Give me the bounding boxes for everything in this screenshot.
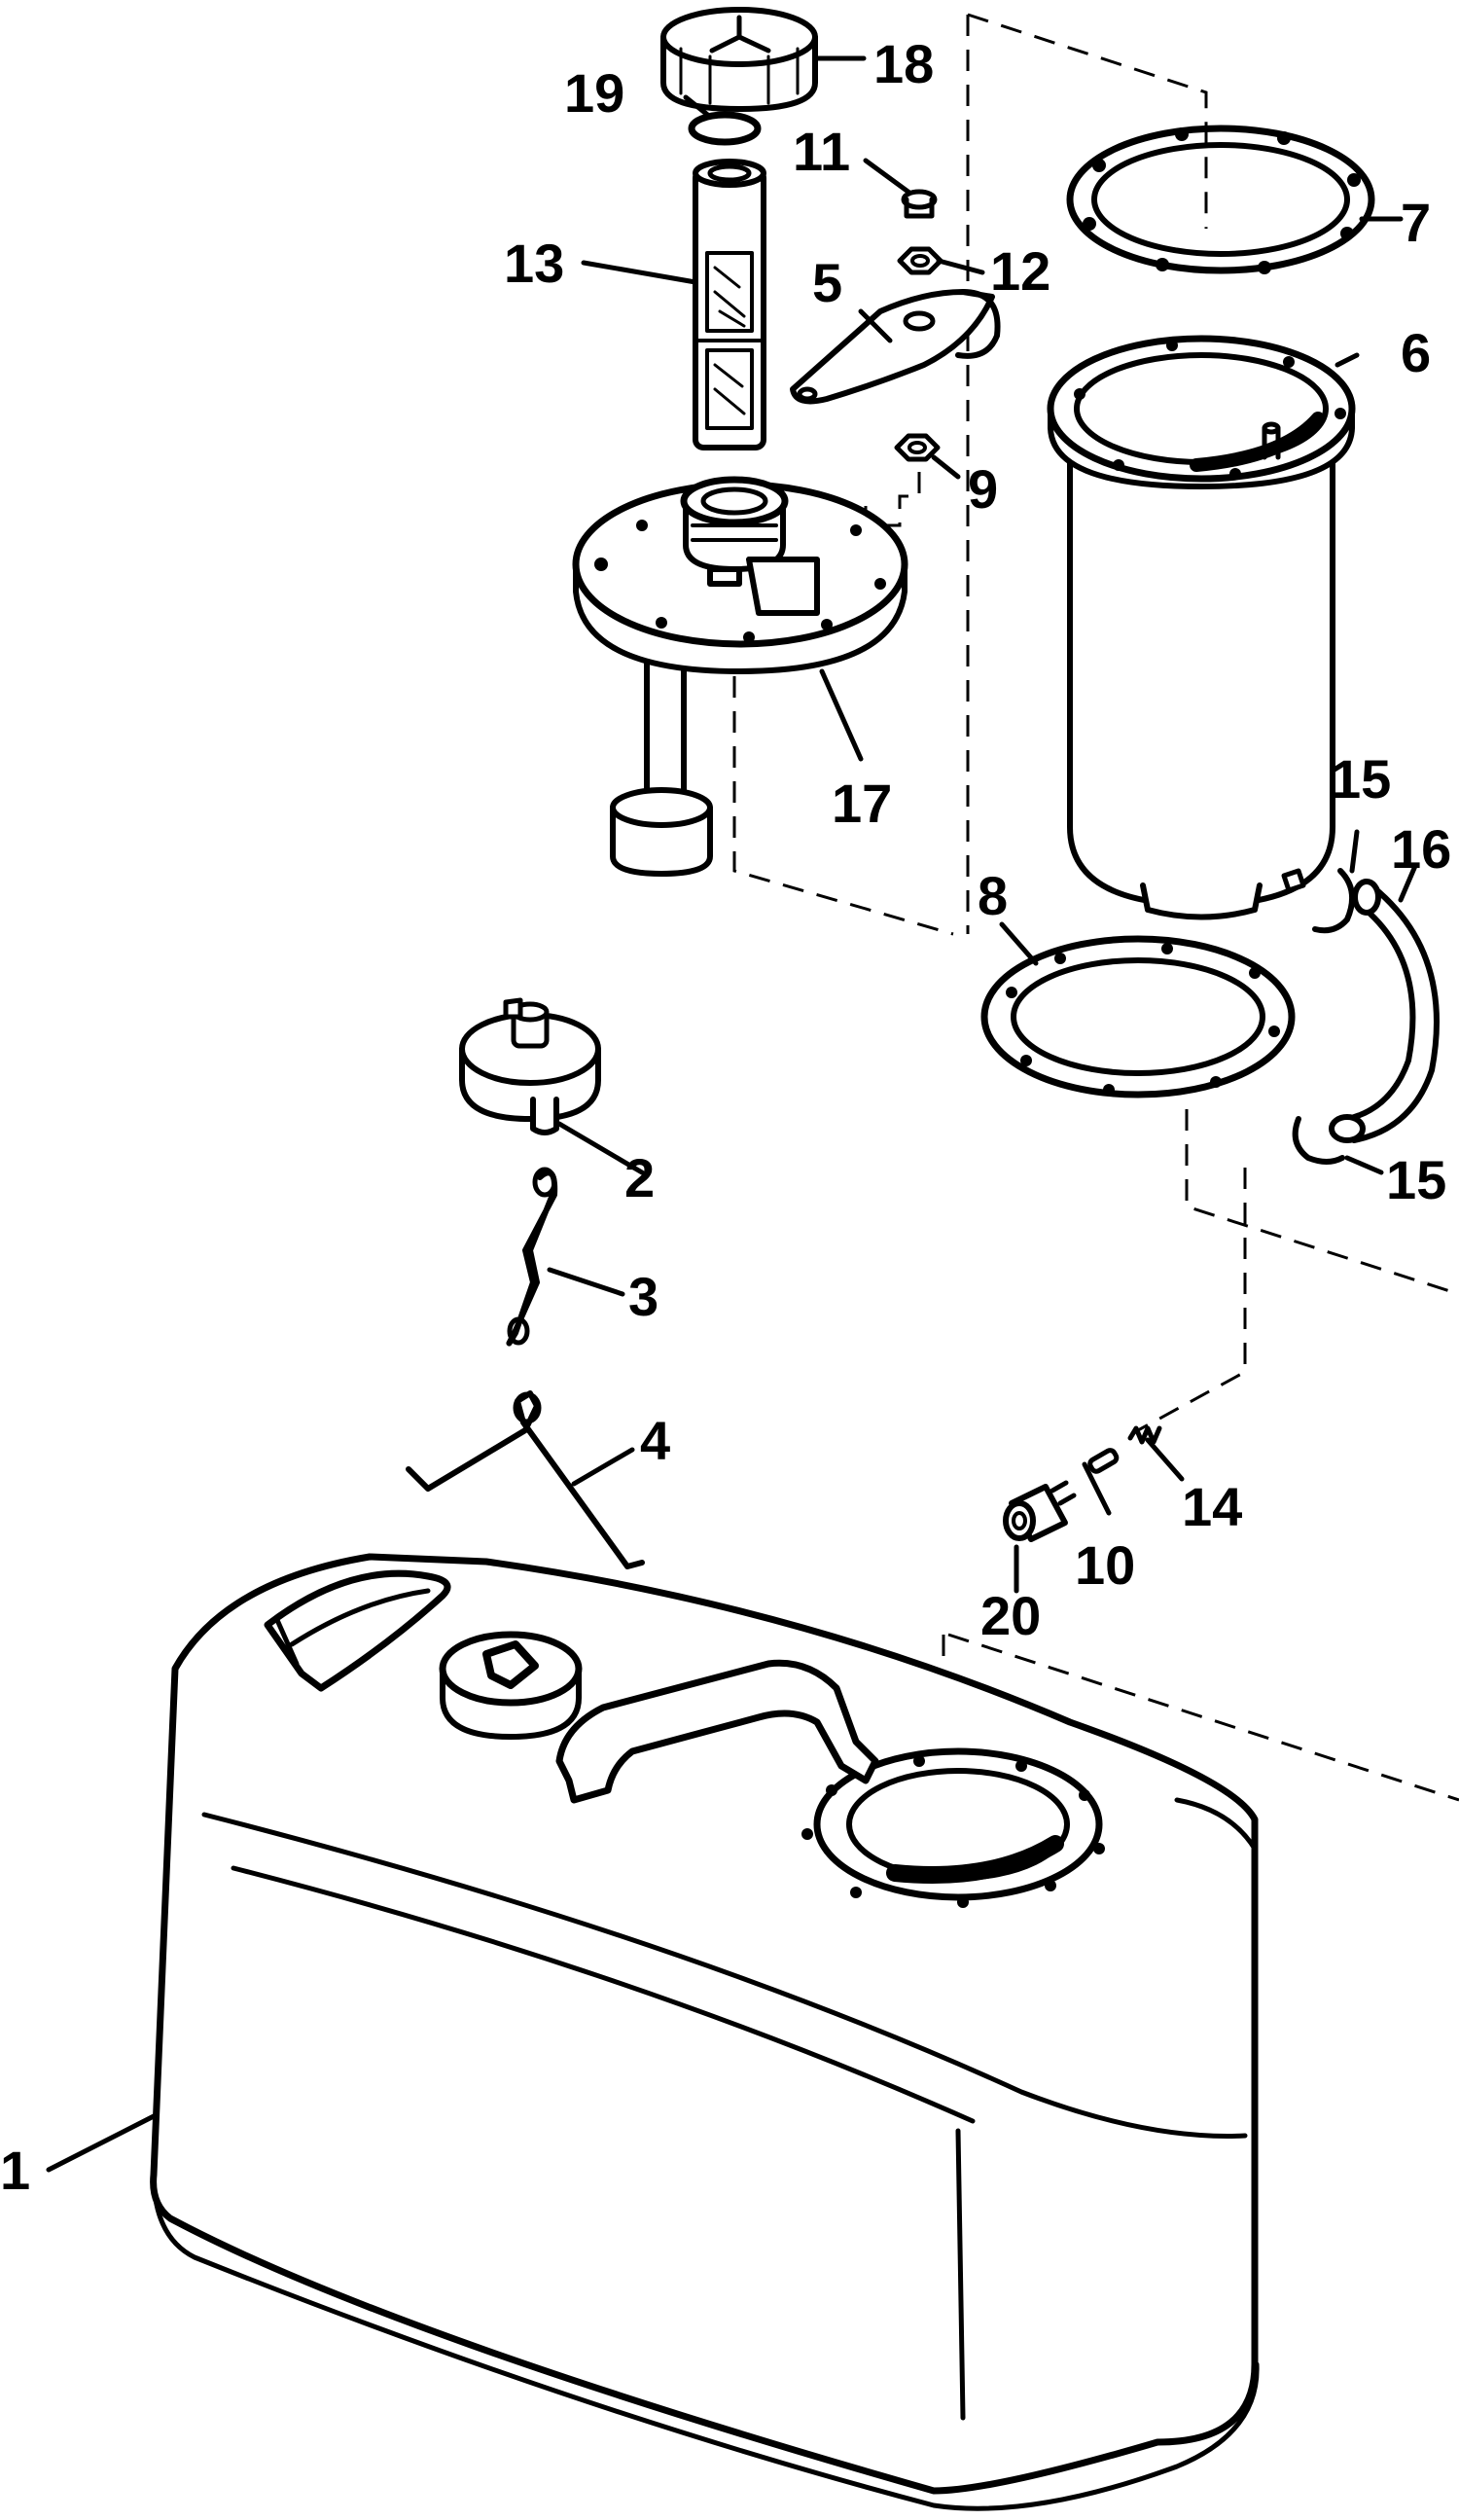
part-vent-cap: [459, 997, 601, 1135]
part-nut-12: [897, 246, 943, 275]
leader-lines: [46, 55, 1418, 2173]
part-wire-bail: [406, 1390, 645, 1569]
callout-11: 11: [793, 121, 850, 182]
callout-3: 3: [628, 1266, 658, 1327]
part-screw: [901, 189, 938, 219]
callout-12: 12: [990, 240, 1050, 302]
callout-5: 5: [812, 252, 842, 313]
part-hose-clamp-upper: [1312, 868, 1356, 934]
callout-17: 17: [832, 773, 892, 834]
callout-14: 14: [1182, 1476, 1242, 1537]
part-bracket: [790, 289, 1001, 405]
part-spring: [1127, 1425, 1162, 1445]
part-reservoir-canister: [1047, 335, 1356, 920]
part-gasket-bottom: [980, 935, 1296, 1098]
callout-2: 2: [624, 1147, 655, 1208]
part-filter-screen: [693, 159, 766, 450]
callout-19: 19: [564, 62, 624, 124]
callout-18: 18: [873, 33, 934, 94]
callout-13: 13: [504, 233, 564, 294]
part-connector-fitting: [1003, 1480, 1077, 1542]
part-pickup-plate: [572, 476, 908, 877]
part-hose: [1329, 879, 1440, 1143]
part-hose-clamp-lower: [1292, 1116, 1345, 1165]
part-nut-9: [894, 433, 941, 462]
callout-10: 10: [1075, 1534, 1135, 1596]
part-o-ring: [688, 111, 762, 146]
part-filler-cap: [660, 7, 818, 112]
callout-15-upper: 15: [1331, 748, 1391, 810]
part-gasket-top: [1066, 125, 1375, 274]
callout-9: 9: [968, 458, 998, 520]
part-spring-clip: [506, 1167, 558, 1347]
part-fuel-tank: [150, 1553, 1260, 2511]
callout-4: 4: [640, 1410, 670, 1471]
callout-1: 1: [0, 2140, 30, 2201]
callout-labels: 1 2 3 4 5 6 7 8 9 10 11 12 13 14 15 16 1…: [0, 33, 1451, 2201]
callout-20: 20: [980, 1585, 1041, 1646]
part-pin: [1087, 1448, 1120, 1474]
callout-6: 6: [1401, 322, 1431, 383]
callout-8: 8: [978, 865, 1008, 926]
callout-15-lower: 15: [1386, 1149, 1446, 1210]
callout-7: 7: [1401, 192, 1431, 253]
callout-16: 16: [1391, 818, 1451, 880]
